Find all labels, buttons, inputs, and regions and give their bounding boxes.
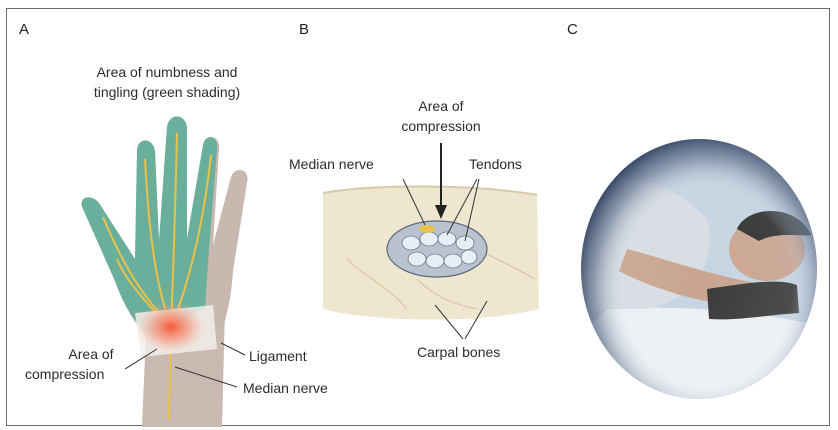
- b-median-nerve-label: Median nerve: [289, 155, 374, 173]
- b-compression-label-line2: compression: [391, 117, 491, 135]
- a-compression-label-line2: compression: [25, 365, 104, 383]
- figure-frame: A B C Area of numbness and tingling (gre…: [6, 8, 830, 426]
- tendons-label: Tendons: [469, 155, 522, 173]
- numbness-label-line1: Area of numbness and: [67, 63, 267, 81]
- hand-illustration: [82, 117, 248, 428]
- b-compression-label-line1: Area of: [391, 97, 491, 115]
- panel-letter-a: A: [19, 21, 29, 38]
- panel-letter-b: B: [299, 21, 309, 38]
- ligament-label: Ligament: [249, 347, 307, 365]
- carpal-bones-label: Carpal bones: [417, 343, 500, 361]
- a-median-nerve-label: Median nerve: [243, 379, 328, 397]
- sleeping-person-illustration: [577, 129, 827, 419]
- numbness-label-line2: tingling (green shading): [67, 83, 267, 101]
- panel-letter-c: C: [567, 21, 578, 38]
- a-compression-label-line1: Area of: [43, 345, 139, 363]
